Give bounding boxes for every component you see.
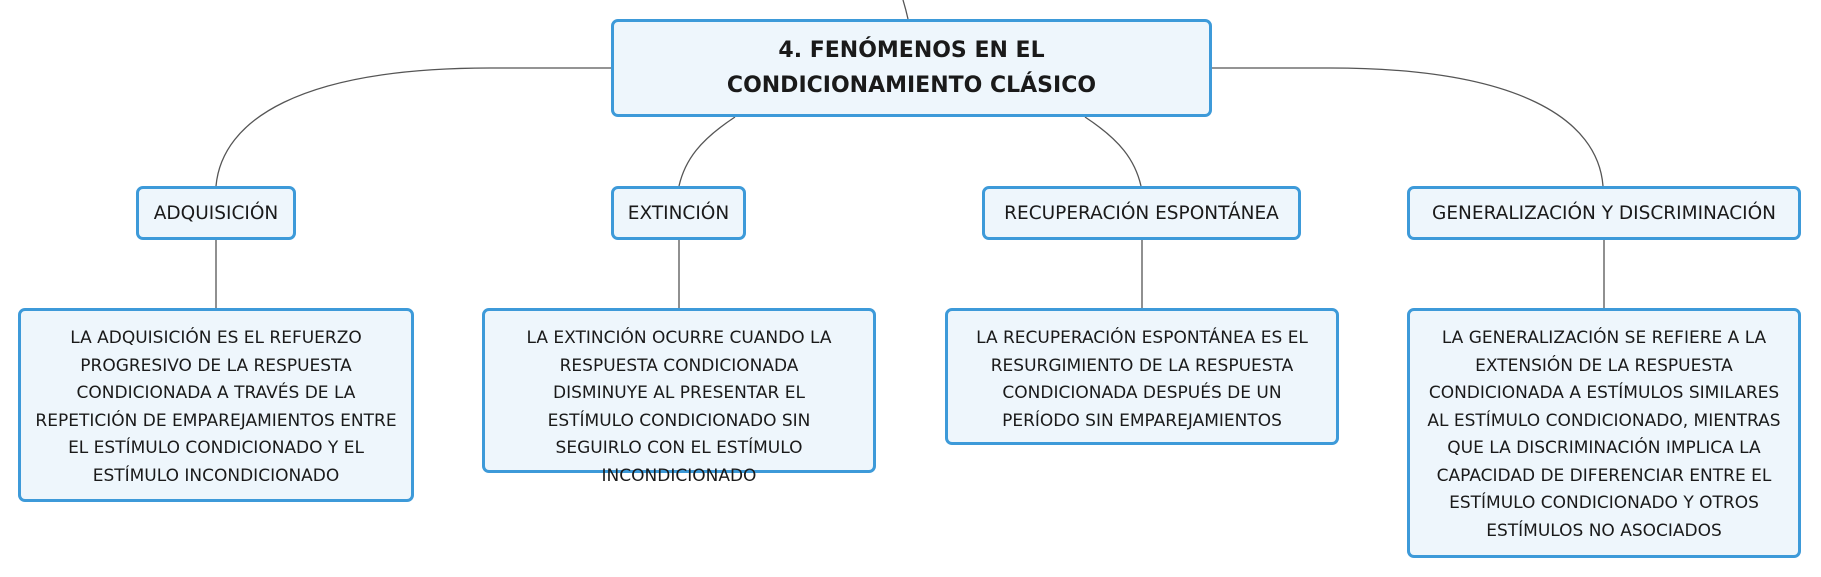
connector-root-extincion bbox=[678, 116, 736, 187]
topic-adquisicion[interactable]: ADQUISICIÓN bbox=[136, 186, 296, 240]
root-topic[interactable]: 4. FENÓMENOS EN EL CONDICIONAMIENTO CLÁS… bbox=[611, 19, 1212, 117]
connector-root-adquisicion bbox=[215, 67, 611, 187]
topic-extincion[interactable]: EXTINCIÓN bbox=[611, 186, 746, 240]
connector-from-parent bbox=[902, 0, 909, 20]
topic-generalizacion-discriminacion[interactable]: GENERALIZACIÓN Y DISCRIMINACIÓN bbox=[1407, 186, 1801, 240]
topic-recuperacion-label: RECUPERACIÓN ESPONTÁNEA bbox=[1004, 202, 1279, 224]
detail-recuperacion-espontanea[interactable]: LA RECUPERACIÓN ESPONTÁNEA ES EL RESURGI… bbox=[945, 308, 1339, 445]
detail-generalizacion-discriminacion[interactable]: LA GENERALIZACIÓN SE REFIERE A LA EXTENS… bbox=[1407, 308, 1801, 558]
detail-adquisicion-text: LA ADQUISICIÓN ES EL REFUERZO PROGRESIVO… bbox=[35, 328, 397, 486]
connector-root-generalizacion bbox=[1212, 67, 1604, 187]
detail-extincion-text: LA EXTINCIÓN OCURRE CUANDO LA RESPUESTA … bbox=[526, 328, 832, 486]
connector-root-recuperacion bbox=[1084, 116, 1142, 187]
detail-adquisicion[interactable]: LA ADQUISICIÓN ES EL REFUERZO PROGRESIVO… bbox=[18, 308, 414, 502]
topic-generalizacion-label: GENERALIZACIÓN Y DISCRIMINACIÓN bbox=[1432, 202, 1776, 224]
detail-generalizacion-text: LA GENERALIZACIÓN SE REFIERE A LA EXTENS… bbox=[1427, 328, 1781, 541]
detail-recuperacion-text: LA RECUPERACIÓN ESPONTÁNEA ES EL RESURGI… bbox=[976, 328, 1308, 431]
topic-adquisicion-label: ADQUISICIÓN bbox=[153, 202, 279, 224]
topic-recuperacion-espontanea[interactable]: RECUPERACIÓN ESPONTÁNEA bbox=[982, 186, 1301, 240]
topic-extincion-label: EXTINCIÓN bbox=[627, 202, 730, 224]
root-topic-title: 4. FENÓMENOS EN EL CONDICIONAMIENTO CLÁS… bbox=[726, 38, 1097, 98]
detail-extincion[interactable]: LA EXTINCIÓN OCURRE CUANDO LA RESPUESTA … bbox=[482, 308, 876, 486]
